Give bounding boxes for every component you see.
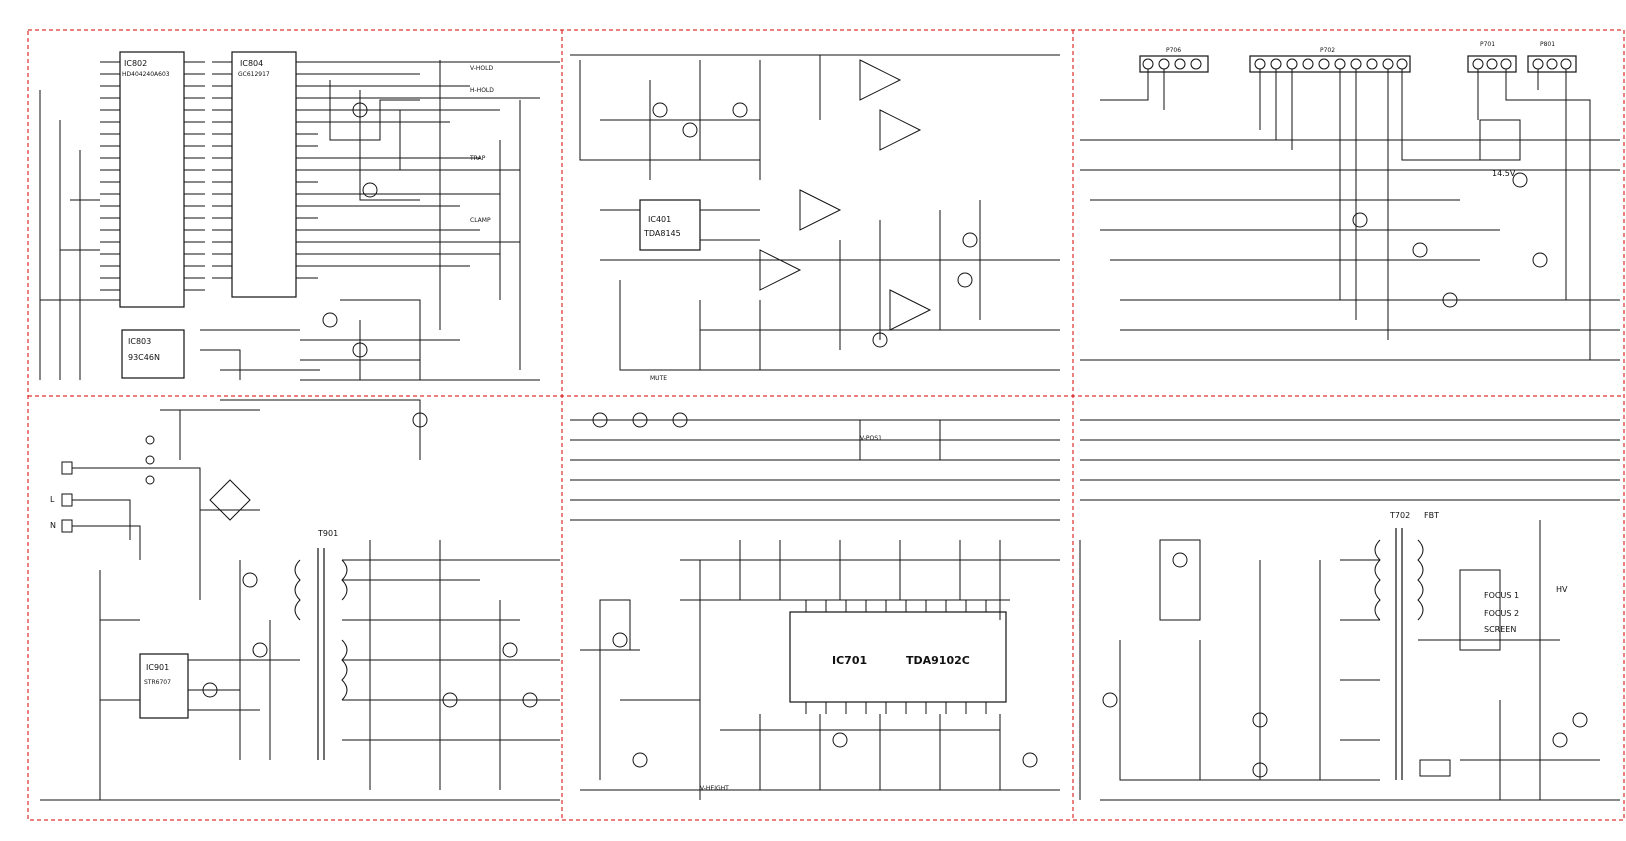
section-borders xyxy=(27,29,1625,821)
ic804-block: IC804 GC612917 xyxy=(231,51,297,298)
p702-label: P702 xyxy=(1320,47,1335,54)
fbt-focus2: FOCUS 2 xyxy=(1484,609,1519,618)
ic802-part: HD404240A603 xyxy=(122,71,170,78)
fbt-focus1: FOCUS 1 xyxy=(1484,591,1519,600)
ic901-block: IC901 STR6707 xyxy=(139,653,189,719)
top-middle-wiring xyxy=(570,54,1060,371)
label-v-pos1: V-POS1 xyxy=(860,435,882,442)
ic701-block: IC701 TDA9102C xyxy=(789,611,1007,703)
ic701-part: TDA9102C xyxy=(906,654,970,667)
ic901-part: STR6707 xyxy=(144,679,171,686)
ic901-ref: IC901 xyxy=(146,663,169,672)
connector-p801: P801 xyxy=(1527,41,1577,73)
label-h-hold: H-HOLD xyxy=(470,87,494,94)
ic803-ref: IC803 xyxy=(128,337,151,346)
t702-ref: T702 xyxy=(1389,511,1410,520)
bottom-left-wiring xyxy=(40,399,560,801)
top-left-labels: V-HOLD H-HOLD TRAP CLAMP xyxy=(469,65,494,224)
t901-ref: T901 xyxy=(317,529,338,538)
connector-p706: P706 xyxy=(1139,47,1209,73)
t702-fbt: T702 FBT xyxy=(1374,511,1501,780)
fbt-outputs: HV FOCUS 1 FOCUS 2 SCREEN xyxy=(1484,585,1568,634)
p701-label: P701 xyxy=(1480,41,1495,48)
mains-live: L xyxy=(50,495,55,504)
fbt-hv: HV xyxy=(1556,585,1568,594)
label-v-height: V-HEIGHT xyxy=(700,785,729,792)
ic401-part: TDA8145 xyxy=(643,229,681,238)
label-trap: TRAP xyxy=(469,155,486,162)
t901-transformer: T901 xyxy=(294,529,348,760)
top-left-wiring xyxy=(39,60,560,381)
ic804-part: GC612917 xyxy=(238,71,270,78)
label-v-hold: V-HOLD xyxy=(470,65,493,72)
top-middle-labels: MUTE V-POS1 xyxy=(650,375,882,442)
fbt-screen: SCREEN xyxy=(1484,625,1516,634)
top-right-wiring xyxy=(1080,69,1620,361)
label-clamp: CLAMP xyxy=(470,217,491,224)
bottom-right-wiring xyxy=(1079,419,1620,801)
ic802-block: IC802 HD404240A603 xyxy=(119,51,185,308)
supply-voltage-label: 14.5V xyxy=(1492,169,1516,178)
p801-label: P801 xyxy=(1540,41,1555,48)
mains-input: L N xyxy=(50,461,73,533)
bottom-middle-wiring xyxy=(570,412,1060,800)
ic802-ref: IC802 xyxy=(124,59,147,68)
ic701-ref: IC701 xyxy=(832,654,867,667)
t702-part: FBT xyxy=(1424,511,1439,520)
ic401-ref: IC401 xyxy=(648,215,671,224)
ic803-block: IC803 93C46N xyxy=(121,329,185,379)
ic802-pins xyxy=(100,61,318,291)
label-mute: MUTE xyxy=(650,375,667,382)
ic804-ref: IC804 xyxy=(240,59,263,68)
mains-neutral: N xyxy=(50,521,56,530)
connector-p701: P701 xyxy=(1467,41,1517,73)
p706-label: P706 xyxy=(1166,47,1181,54)
ic701-pins xyxy=(805,600,987,714)
ic803-part: 93C46N xyxy=(128,353,160,362)
ic401-block: IC401 TDA8145 xyxy=(639,199,701,251)
connector-p702: P702 xyxy=(1249,47,1411,73)
